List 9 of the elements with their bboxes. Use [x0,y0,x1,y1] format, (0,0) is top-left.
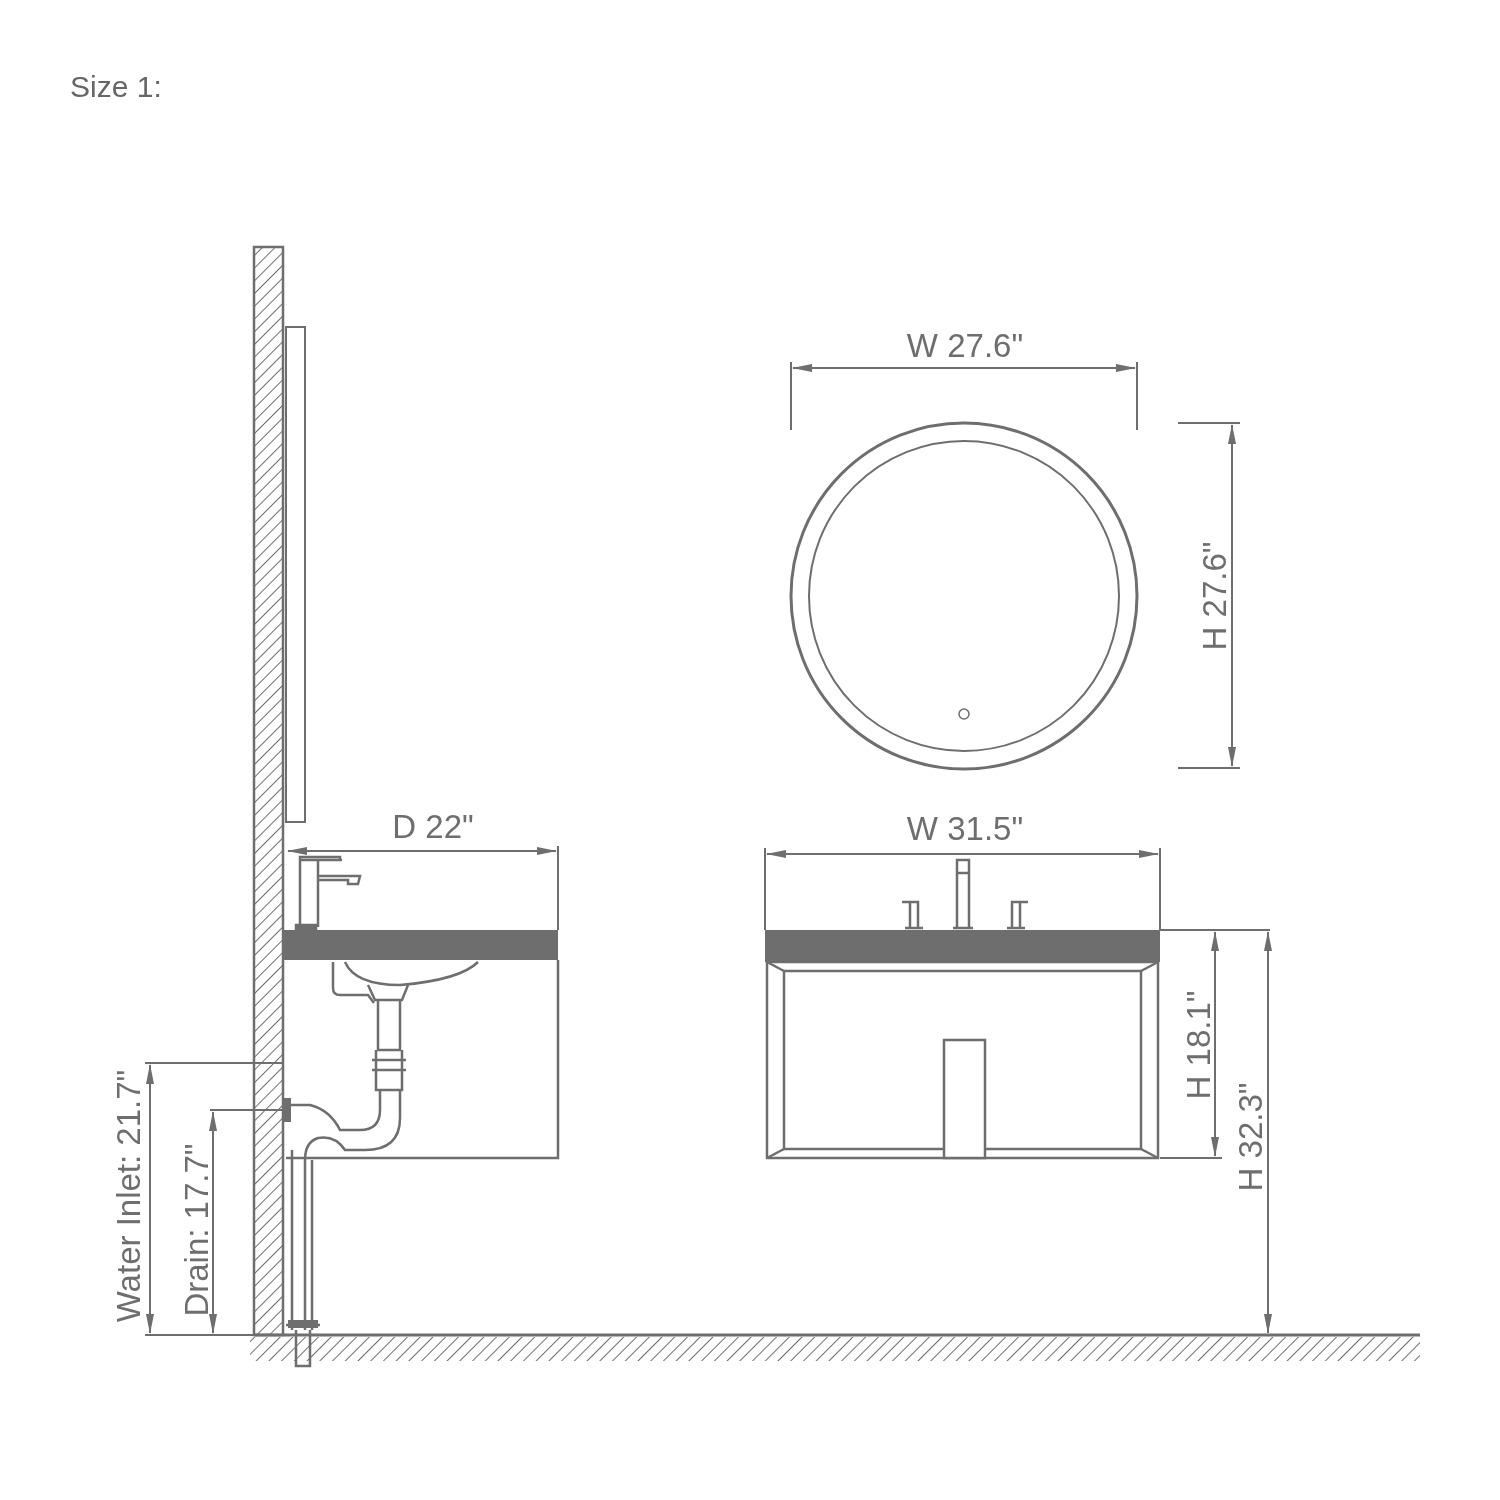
dimension-label: Drain: 17.7" [179,1143,213,1317]
dimension-label: D 22" [392,809,474,843]
dimension-label: W 27.6" [906,328,1024,362]
diagram-title: Size 1: [70,70,162,104]
dimension-label: W 31.5" [906,811,1024,845]
dimension-label: Water Inlet: 21.7" [111,1069,145,1323]
dimension-label: H 18.1" [1181,990,1215,1100]
dimension-label: H 27.6" [1197,541,1231,651]
dimension-label: H 32.3" [1233,1082,1267,1192]
